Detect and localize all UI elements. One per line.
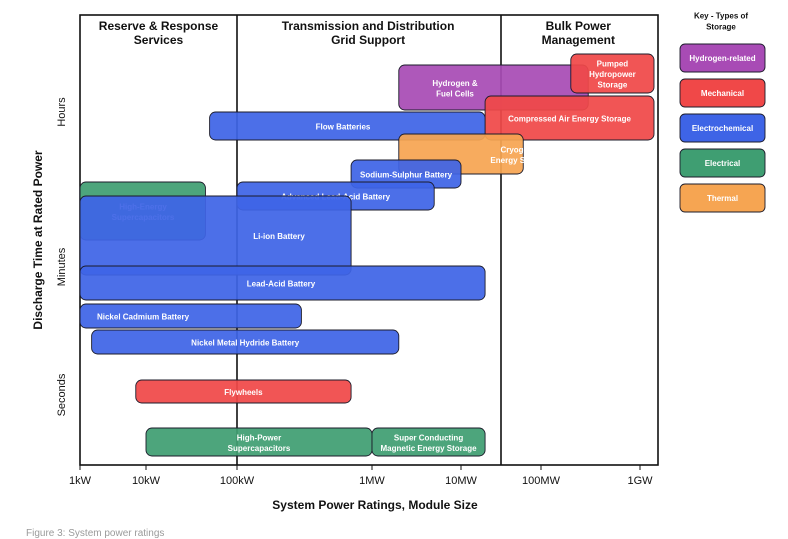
legend-label-electrical: Electrical [705, 159, 741, 168]
bar-label-line: Magnetic Energy Storage [381, 444, 478, 453]
x-tick-label: 1kW [69, 475, 92, 487]
legend-label-hydrogen-related: Hydrogen-related [689, 54, 755, 63]
bar-label-lead-acid-battery: Lead-Acid Battery [247, 280, 316, 289]
bar-label-line: Supercapacitors [228, 444, 291, 453]
legend-swatch-electrical [679, 148, 766, 178]
x-tick-label: 10kW [132, 475, 161, 487]
bar-flywheels [135, 379, 352, 404]
bar-label-line: Li-ion Battery [253, 232, 305, 241]
bar-label-line: Compressed Air Energy Storage [508, 115, 631, 124]
bar-label-nickel-metal-hydride-battery: Nickel Metal Hydride Battery [191, 339, 300, 348]
y-tick-label: Minutes [56, 247, 68, 286]
bar-label-flow-batteries: Flow Batteries [316, 123, 371, 132]
legend-title: Key - Types of Storage [694, 12, 748, 32]
bar-label-line: Sodium-Sulphur Battery [360, 171, 453, 180]
x-tick-label: 100MW [522, 475, 561, 487]
region-header-line: Services [134, 33, 184, 47]
bar-nickel-metal-hydride-battery [91, 329, 400, 355]
x-tick-label: 1GW [627, 475, 653, 487]
legend-label-mechanical: Mechanical [701, 89, 744, 98]
region-header-line: Bulk Power [546, 19, 612, 33]
bar-label-line: Flow Batteries [316, 123, 371, 132]
figure-caption: Figure 3: System power ratings [26, 528, 165, 539]
bar-label-line: Flywheels [224, 388, 263, 397]
bar-label-hydrogen-fuel-cells: Hydrogen &Fuel Cells [432, 79, 478, 99]
bar-label-sodium-sulphur-battery: Sodium-Sulphur Battery [360, 171, 453, 180]
bar-super-conducting-magnetic-energy-storage [371, 427, 486, 457]
region-header-line: Grid Support [331, 33, 405, 47]
x-tick-label: 100kW [220, 475, 255, 487]
bar-label-line: Pumped [597, 60, 629, 69]
y-tick-label: Seconds [56, 373, 68, 416]
legend-swatch-electrochemical [679, 113, 766, 143]
bar-label-line: Energy Storage [490, 156, 550, 165]
legend-title-line: Storage [706, 23, 736, 32]
bar-lead-acid-battery [79, 265, 486, 301]
bar-flow-batteries [209, 111, 486, 141]
bar-label-line: Super Conducting [394, 433, 463, 442]
legend: Key - Types of StorageHydrogen-relatedMec… [679, 12, 766, 213]
bar-li-ion-battery [79, 195, 352, 276]
bar-label-line: Fuel Cells [436, 89, 474, 98]
legend-swatch-hydrogen-related [679, 43, 766, 73]
region-header-line: Management [542, 33, 615, 47]
bar-label-compressed-air-energy-storage: Compressed Air Energy Storage [508, 115, 631, 124]
region-header-line: Reserve & Response [99, 19, 219, 33]
y-axis-label: Discharge Time at Rated Power [31, 150, 45, 330]
legend-swatch-mechanical [679, 78, 766, 108]
bar-label-flywheels: Flywheels [224, 388, 263, 397]
bar-label-line: Cryogenic [500, 145, 540, 154]
legend-title-line: Key - Types of [694, 12, 748, 21]
bar-label-line: Hydropower [589, 70, 636, 79]
bar-label-line: Nickel Cadmium Battery [97, 313, 190, 322]
bar-label-line: Nickel Metal Hydride Battery [191, 339, 300, 348]
bar-label-line: Lead-Acid Battery [247, 280, 316, 289]
x-tick-label: 1MW [359, 475, 385, 487]
region-header-line: Transmission and Distribution [282, 19, 455, 33]
bar-label-li-ion-battery: Li-ion Battery [253, 232, 305, 241]
bar-label-line: High-Power [237, 433, 281, 442]
bar-label-line: Storage [598, 81, 628, 90]
legend-swatch-thermal [679, 183, 766, 213]
y-tick-label: Hours [56, 97, 68, 127]
bar-pumped-hydropower-storage [570, 53, 655, 94]
x-tick-label: 10MW [445, 475, 477, 487]
bar-label-line: Hydrogen & [432, 79, 478, 88]
x-axis-label: System Power Ratings, Module Size [272, 498, 478, 512]
bar-nickel-cadmium-battery [79, 303, 302, 329]
bar-label-nickel-cadmium-battery: Nickel Cadmium Battery [97, 313, 190, 322]
legend-label-electrochemical: Electrochemical [692, 124, 753, 133]
legend-label-thermal: Thermal [707, 194, 738, 203]
